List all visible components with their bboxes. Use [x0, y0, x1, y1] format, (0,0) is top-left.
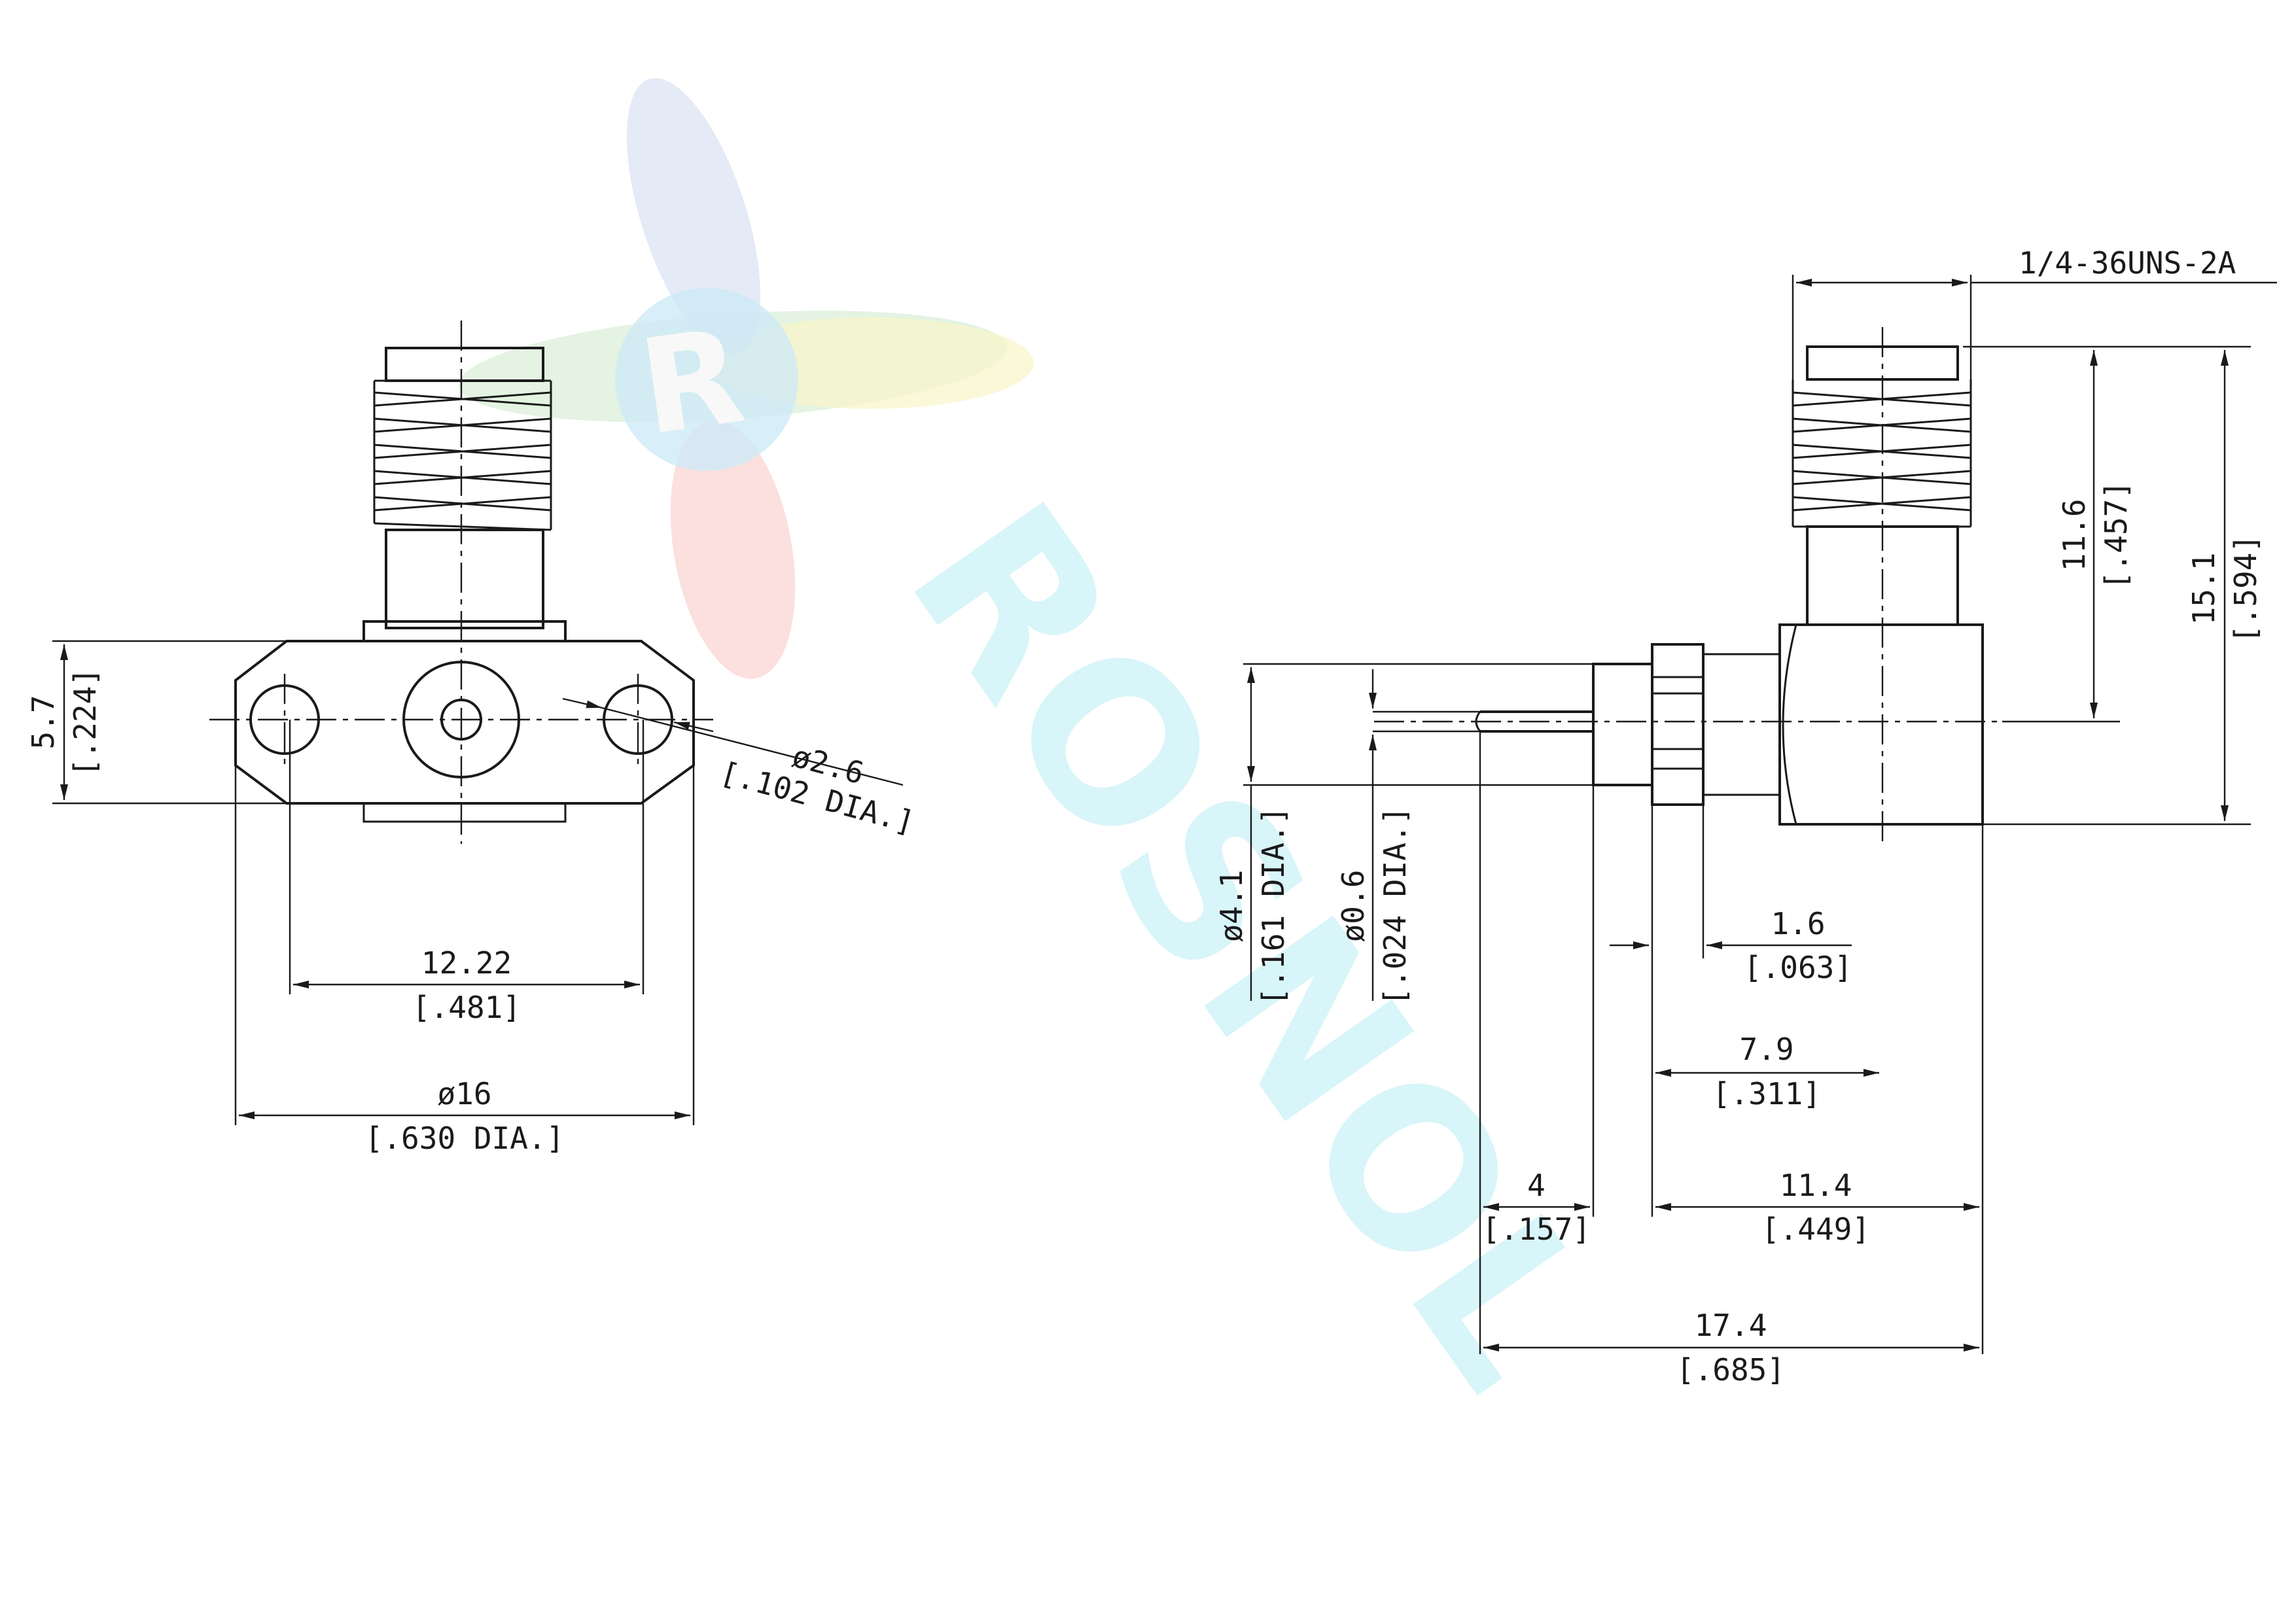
pin-length-value: 4: [1527, 1168, 1545, 1203]
dim-flange-dia: ø16 [.630 DIA.]: [234, 765, 695, 1156]
to-centre-value: 7.9: [1739, 1032, 1793, 1067]
front-barrel-collar: [362, 620, 567, 642]
dim-thread: 1/4-36UNS-2A: [1792, 245, 2277, 379]
front-bottom-collar: [362, 802, 567, 823]
body-length-inch: [.449]: [1761, 1212, 1870, 1247]
front-view: [209, 321, 904, 844]
dim-overall-height: 15.1 [.594]: [1983, 350, 2263, 826]
to-centre-inch: [.311]: [1712, 1076, 1821, 1111]
dim-pin-length: 4 [.157]: [1479, 731, 1595, 1354]
hole-spacing-inch: [.481]: [412, 990, 521, 1025]
overall-length-value: 17.4: [1695, 1308, 1767, 1343]
watermark-text: ROSNOL: [861, 461, 1644, 1429]
thread-length-inch: [.457]: [2098, 481, 2134, 589]
flange-dia-value: ø16: [437, 1076, 491, 1111]
dim-thread-length: 11.6 [.457]: [1963, 345, 2251, 723]
pin-dia-inch: [.024 DIA.]: [1377, 807, 1413, 1006]
front-height-inch: [.224]: [67, 668, 103, 777]
front-height-value: 5.7: [26, 695, 61, 749]
watermark-logo: R: [458, 78, 1034, 679]
overall-length-inch: [.685]: [1676, 1352, 1785, 1387]
side-flange-collar: [1702, 653, 1781, 796]
side-flange: [1651, 643, 1704, 806]
dim-hole-dia: ø2.6 [.102 DIA.]: [716, 738, 918, 840]
dim-insulator-dia: ø4.1 [.161 DIA.]: [1214, 663, 1593, 1006]
flange-thick-value: 1.6: [1771, 906, 1825, 941]
side-view: [1374, 327, 2002, 844]
dim-overall-length: 17.4 [.685]: [1483, 1308, 1979, 1387]
front-barrel-threads: [373, 379, 552, 531]
body-length-value: 11.4: [1780, 1168, 1852, 1203]
insulator-dia-value: ø4.1: [1214, 870, 1249, 943]
overall-height-inch: [.594]: [2228, 534, 2263, 643]
dim-pin-dia: ø0.6 [.024 DIA.]: [1335, 669, 1480, 1005]
side-body: [1778, 623, 1984, 826]
dim-to-centre: 7.9 [.311]: [1651, 958, 1879, 1217]
side-insulator: [1592, 663, 1653, 786]
front-barrel-neck: [385, 529, 544, 629]
thread-length-value: 11.6: [2057, 499, 2092, 572]
insulator-dia-inch: [.161 DIA.]: [1256, 807, 1291, 1006]
thread-spec: 1/4-36UNS-2A: [2019, 245, 2236, 281]
watermark-logo-letter: R: [631, 300, 752, 465]
pin-length-inch: [.157]: [1482, 1212, 1591, 1247]
hole-spacing-value: 12.22: [421, 945, 512, 981]
dim-front-height: 5.7 [.224]: [26, 640, 288, 805]
dim-flange-thick: 1.6 [.063]: [1610, 805, 1852, 985]
pin-dia-value: ø0.6: [1335, 870, 1371, 943]
dim-hole-spacing: 12.22 [.481]: [289, 720, 645, 1025]
flange-thick-inch: [.063]: [1744, 950, 1852, 985]
dim-body-length: 11.4 [.449]: [1655, 824, 1984, 1354]
flange-dia-inch: [.630 DIA.]: [365, 1121, 565, 1156]
side-pin: [1480, 710, 1593, 733]
front-flange: [234, 640, 695, 805]
overall-height-value: 15.1: [2186, 553, 2221, 625]
